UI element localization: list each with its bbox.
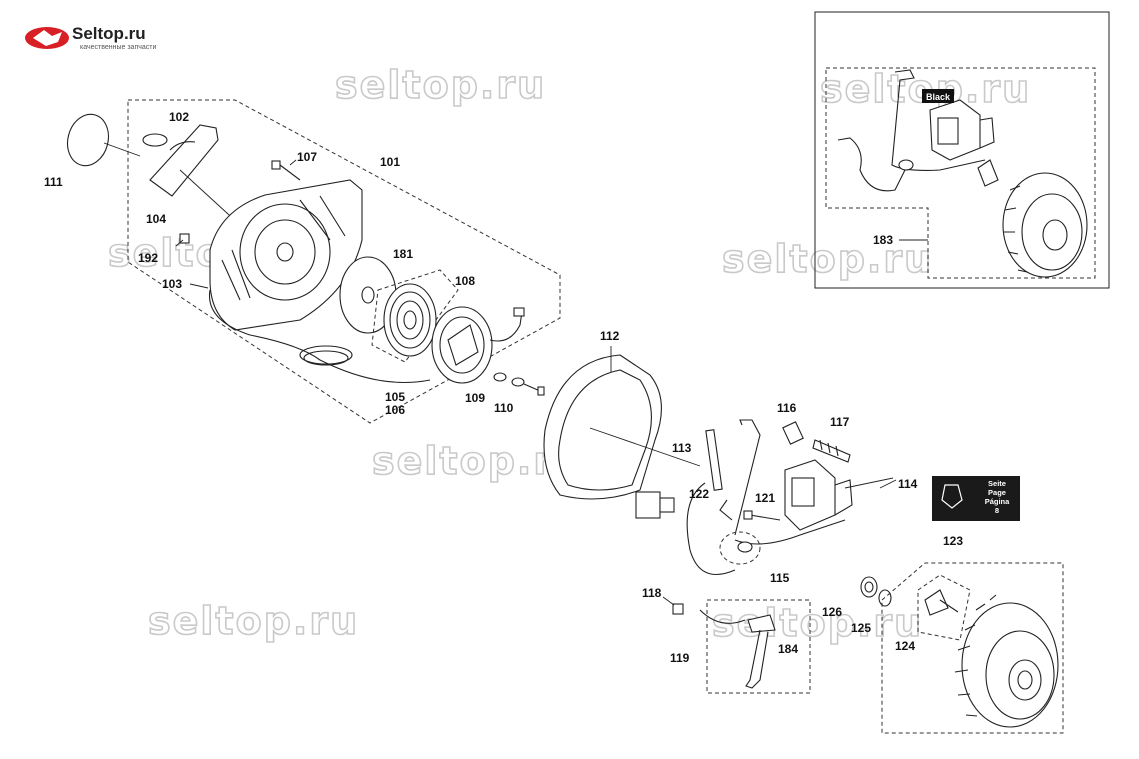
label-183[interactable]: 183 (873, 233, 893, 247)
label-192[interactable]: 192 (138, 251, 158, 265)
reference-line-2: Page (988, 488, 1006, 497)
part-117-spark-plug[interactable] (812, 439, 851, 463)
label-116[interactable]: 116 (777, 401, 797, 415)
label-115[interactable]: 115 (770, 571, 790, 585)
inset-frame (814, 11, 1110, 289)
part-112-fan-cover[interactable] (543, 346, 701, 500)
label-107[interactable]: 107 (297, 150, 317, 164)
label-108[interactable]: 108 (455, 274, 475, 288)
inset-tag-label: Black (926, 92, 951, 102)
part-115-bracket[interactable] (719, 419, 846, 565)
callout-labels: 111 102 104 107 101 192 103 181 108 105 … (44, 110, 963, 665)
label-111[interactable]: 111 (44, 175, 63, 189)
brand-logo[interactable]: Seltop.ru качественные запчасти (25, 24, 156, 51)
part-192-screw[interactable] (175, 233, 190, 247)
label-106[interactable]: 106 (385, 403, 405, 417)
reference-line-4: 8 (995, 506, 999, 515)
reference-box[interactable]: Seite Page Página 8 (932, 476, 1020, 521)
label-122[interactable]: 122 (689, 487, 709, 501)
watermark-6: seltop.ru (148, 599, 359, 643)
part-119-outline (706, 599, 811, 694)
label-126[interactable]: 126 (822, 605, 842, 619)
book-icon (941, 484, 963, 509)
part-114-ignition-module[interactable] (784, 459, 897, 531)
label-113[interactable]: 113 (672, 441, 692, 455)
inset-flywheel[interactable] (1002, 172, 1088, 278)
label-125[interactable]: 125 (851, 621, 871, 635)
part-116-cap[interactable] (782, 421, 804, 445)
part-103-rope[interactable] (189, 283, 431, 384)
label-112[interactable]: 112 (600, 329, 620, 343)
watermark-7: seltop.ru (712, 601, 923, 645)
inset-183-outline (825, 67, 1096, 279)
brand-tagline: качественные запчасти (80, 44, 156, 51)
label-109[interactable]: 109 (465, 391, 485, 405)
part-121-screw[interactable] (743, 510, 781, 521)
inset-black-tag: Black (922, 89, 954, 103)
part-108-spring[interactable] (383, 283, 437, 357)
part-110-screw[interactable] (493, 372, 545, 396)
label-117[interactable]: 117 (830, 415, 850, 429)
label-118[interactable]: 118 (642, 586, 662, 600)
part-111-ring[interactable] (62, 110, 141, 171)
watermark-4: seltop.ru (722, 237, 933, 281)
fist-icon (33, 30, 62, 46)
label-114[interactable]: 114 (898, 477, 918, 491)
label-123[interactable]: 123 (943, 534, 963, 548)
label-105[interactable]: 105 (385, 390, 405, 404)
label-104[interactable]: 104 (146, 212, 166, 226)
part-124-key[interactable] (924, 589, 959, 616)
part-126-nut[interactable] (860, 576, 878, 598)
part-118-nut[interactable] (662, 596, 684, 615)
inset-ignition-assembly[interactable] (837, 69, 999, 192)
part-113-shaft[interactable] (705, 429, 723, 491)
reference-line-1: Seite (988, 479, 1006, 488)
part-184-switch[interactable] (699, 609, 776, 689)
part-123-flywheel[interactable] (954, 594, 1059, 728)
label-110[interactable]: 110 (494, 401, 514, 415)
brand-name: Seltop.ru (72, 24, 146, 43)
watermarks: seltop.ru seltop.ru seltop.ru seltop.ru … (107, 62, 1030, 646)
part-122-wire[interactable] (635, 482, 736, 575)
part-124-outline (917, 574, 971, 641)
watermark-1: seltop.ru (335, 63, 546, 107)
starter-assembly-outline (127, 99, 561, 424)
reference-line-3: Página (985, 497, 1010, 506)
part-102-handle[interactable] (142, 124, 241, 226)
label-181[interactable]: 181 (393, 247, 413, 261)
starter-housing[interactable] (209, 179, 363, 331)
label-102[interactable]: 102 (169, 110, 189, 124)
label-121[interactable]: 121 (755, 491, 775, 505)
label-103[interactable]: 103 (162, 277, 182, 291)
label-184[interactable]: 184 (778, 642, 798, 656)
part-123-outline (881, 562, 1064, 734)
label-119[interactable]: 119 (670, 651, 690, 665)
label-101[interactable]: 101 (380, 155, 400, 169)
part-109-pulley[interactable] (431, 306, 525, 384)
part-107-screw[interactable] (271, 159, 301, 181)
label-124[interactable]: 124 (895, 639, 915, 653)
